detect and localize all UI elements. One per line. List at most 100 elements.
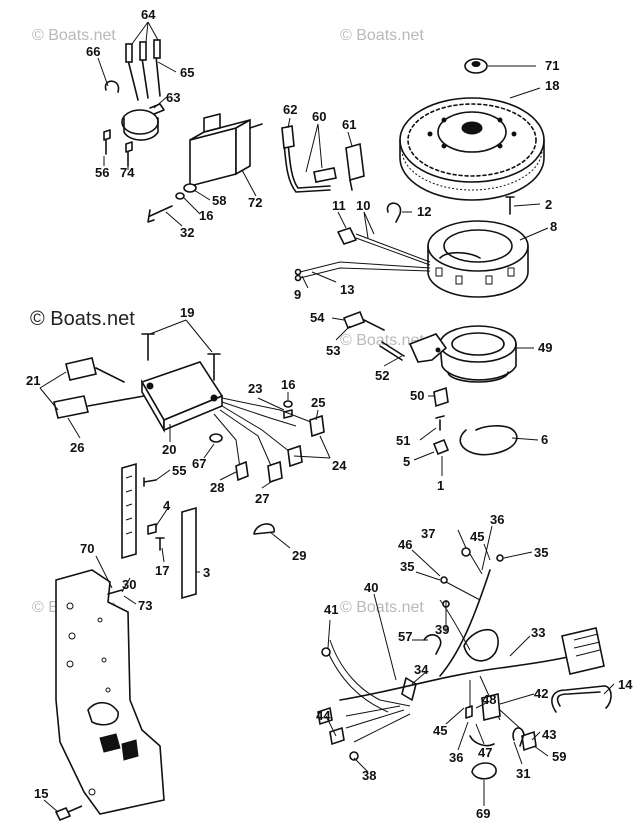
callout-numbers: 64 66 65 63 56 74 58 16 32 72 62 60 61 7… (26, 7, 633, 821)
callout-23: 23 (248, 381, 262, 396)
clip (386, 202, 402, 223)
bracket-bar (181, 506, 197, 600)
callout-36: 36 (449, 750, 463, 765)
callout-16: 16 (281, 377, 295, 392)
callout-61: 61 (342, 117, 356, 132)
callout-2: 2 (545, 197, 552, 212)
leader-lines (39, 21, 615, 813)
mounting-plate (55, 569, 165, 815)
callout-37: 37 (421, 526, 435, 541)
callout-28: 28 (210, 480, 224, 495)
callout-70: 70 (80, 541, 94, 556)
callout-27: 27 (255, 491, 269, 506)
screw (143, 477, 157, 487)
callout-54: 54 (310, 310, 325, 325)
stator (427, 220, 529, 298)
callout-26: 26 (70, 440, 84, 455)
retainer (432, 438, 450, 456)
callout-29: 29 (292, 548, 306, 563)
callout-9: 9 (294, 287, 301, 302)
ignition-coil (189, 113, 263, 188)
callout-72: 72 (248, 195, 262, 210)
callout-46: 46 (398, 537, 412, 552)
callout-73: 73 (138, 598, 152, 613)
spark-plug-terminals (125, 39, 161, 101)
callout-67: 67 (192, 456, 206, 471)
screw (125, 141, 133, 167)
callout-43: 43 (542, 727, 556, 742)
callout-59: 59 (552, 749, 566, 764)
clip (401, 677, 417, 701)
callout-41: 41 (324, 602, 338, 617)
pack-leads (213, 397, 325, 484)
callout-52: 52 (375, 368, 389, 383)
callout-64: 64 (141, 7, 156, 22)
callout-12: 12 (417, 204, 431, 219)
callout-44: 44 (316, 708, 331, 723)
callout-18: 18 (545, 78, 559, 93)
terminal (283, 409, 293, 419)
callout-39: 39 (435, 622, 449, 637)
flywheel (399, 97, 545, 201)
callout-8: 8 (550, 219, 557, 234)
callout-16: 16 (199, 208, 213, 223)
callout-20: 20 (162, 442, 176, 457)
screw (54, 805, 83, 822)
callout-19: 19 (180, 305, 194, 320)
callout-47: 47 (478, 745, 492, 760)
callout-60: 60 (312, 109, 326, 124)
callout-1: 1 (437, 478, 444, 493)
lockwasher (283, 400, 293, 408)
flywheel-nut (464, 58, 488, 74)
watermark: © Boats.net (32, 27, 116, 44)
wire-tie (253, 523, 275, 535)
screw (147, 205, 173, 223)
callout-50: 50 (410, 388, 424, 403)
washer (209, 433, 223, 443)
bracket (551, 685, 612, 713)
callout-35: 35 (534, 545, 548, 560)
callout-42: 42 (534, 686, 548, 701)
retaining-ring (459, 425, 518, 456)
callout-56: 56 (95, 165, 109, 180)
screw (141, 333, 155, 361)
terminal-board (121, 462, 137, 560)
callout-5: 5 (403, 454, 410, 469)
callout-17: 17 (155, 563, 169, 578)
callout-25: 25 (311, 395, 325, 410)
callout-53: 53 (326, 343, 340, 358)
wiring-harness (317, 547, 605, 761)
callout-33: 33 (531, 625, 545, 640)
lockwasher (175, 192, 185, 200)
clamp (471, 762, 497, 780)
watermark: © Boats.net (340, 332, 424, 349)
callout-10: 10 (356, 198, 370, 213)
callout-30: 30 (122, 577, 136, 592)
screw (505, 196, 515, 215)
callout-51: 51 (396, 433, 410, 448)
stator-leads (294, 227, 431, 282)
screw (435, 415, 445, 431)
callout-45: 45 (433, 723, 447, 738)
callout-3: 3 (203, 565, 210, 580)
watermark: © Boats.net (340, 599, 424, 616)
callout-55: 55 (172, 463, 186, 478)
clip (512, 727, 525, 747)
callout-31: 31 (516, 766, 530, 781)
clamp (104, 80, 120, 93)
screw (155, 537, 165, 551)
pack-connectors (53, 357, 145, 419)
spark-plug-boots (281, 125, 365, 193)
callout-71: 71 (545, 58, 559, 73)
screw (107, 589, 123, 595)
capacitor (121, 103, 165, 141)
callout-32: 32 (180, 225, 194, 240)
callout-69: 69 (476, 806, 490, 821)
watermark: © Boats.net (340, 27, 424, 44)
callout-36: 36 (490, 512, 504, 527)
screw (103, 129, 111, 155)
callout-40: 40 (364, 580, 378, 595)
terminal (465, 705, 473, 719)
jumper (147, 523, 157, 535)
